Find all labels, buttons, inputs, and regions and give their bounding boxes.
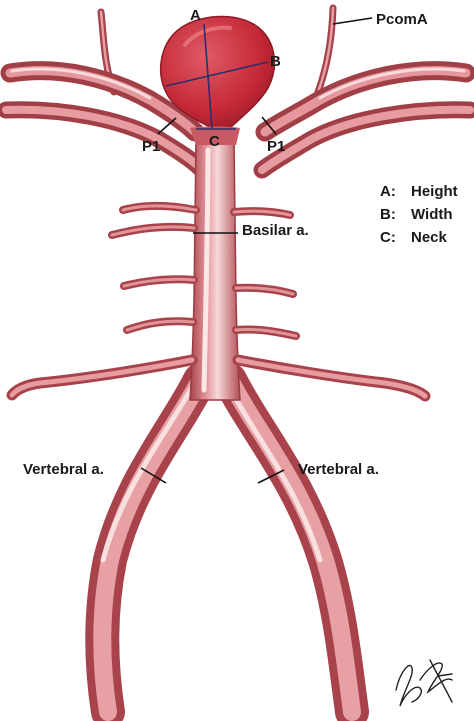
label-vertebral-right: Vertebral a. — [298, 461, 379, 478]
posterior-cerebral-arteries — [0, 61, 474, 179]
vertebral-arteries — [85, 363, 369, 721]
label-b: B — [270, 53, 281, 70]
vertebral-right-leader — [257, 469, 285, 484]
pontine-branches — [6, 201, 431, 402]
legend-value-c: Neck — [411, 229, 448, 246]
aneurysm-neck — [190, 126, 240, 145]
width-line — [165, 61, 269, 87]
label-p1-left: P1 — [142, 138, 160, 155]
legend-key-c: C: — [380, 229, 396, 246]
label-pcoma: PcomA — [376, 11, 428, 28]
pcoma-leader — [332, 17, 373, 25]
label-a: A — [190, 7, 201, 24]
legend-value-b: Width — [411, 206, 453, 223]
basilar-artery — [189, 139, 241, 401]
p1-left-leader — [157, 117, 177, 135]
p1-right-leader — [261, 116, 277, 135]
label-basilar: Basilar a. — [242, 222, 309, 239]
artist-signature — [395, 659, 453, 707]
legend-value-a: Height — [411, 183, 458, 200]
label-vertebral-left: Vertebral a. — [23, 461, 104, 478]
legend-key-b: B: — [380, 206, 396, 223]
legend-key-a: A: — [380, 183, 396, 200]
measurement-lines — [165, 23, 269, 130]
label-c: C — [209, 133, 220, 150]
legend: A: Height B: Width C: Neck — [380, 183, 458, 246]
leader-lines — [140, 17, 373, 484]
label-p1-right: P1 — [267, 138, 285, 155]
vertebral-left-leader — [140, 467, 167, 484]
